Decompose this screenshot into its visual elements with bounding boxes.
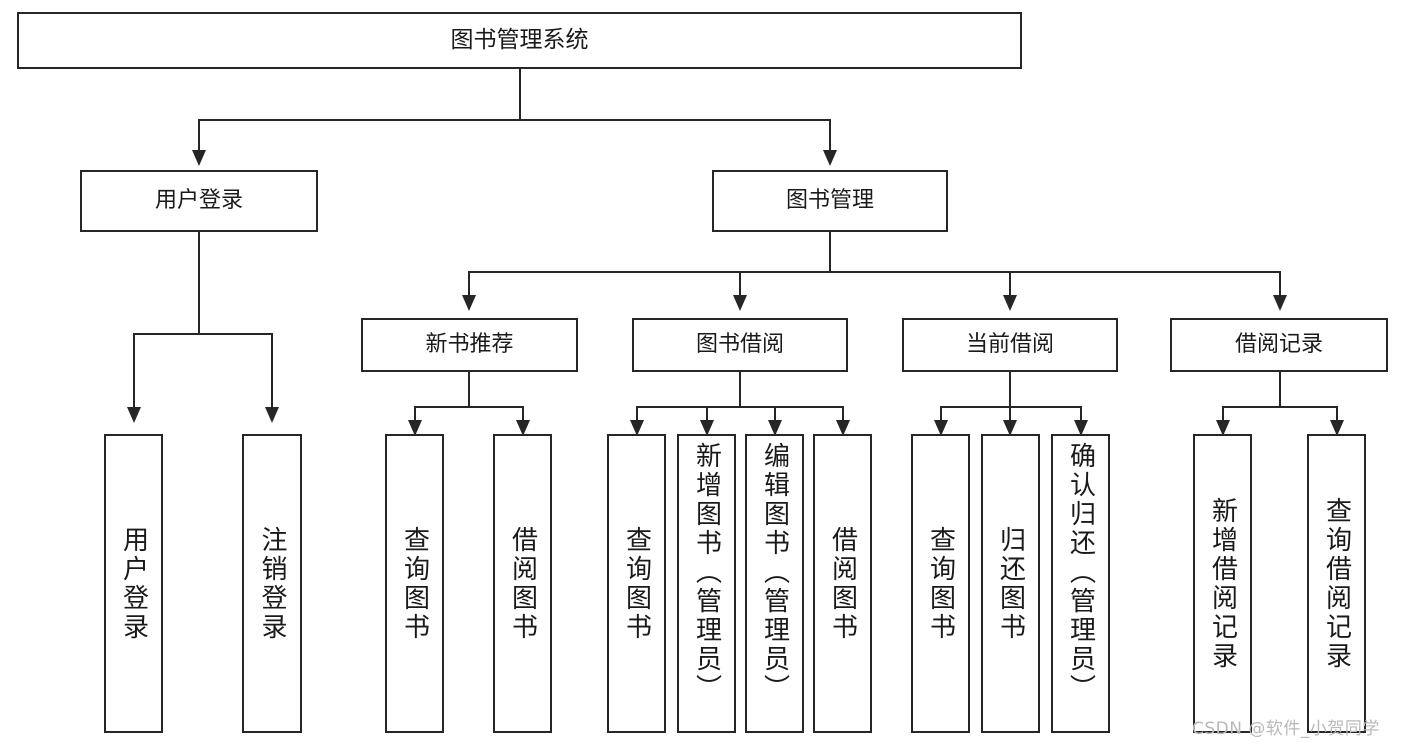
connector-login-bus: [133, 333, 272, 335]
connector-root-to-login: [198, 119, 200, 152]
connector-bookborrow-stem: [739, 372, 741, 407]
leaf-query-book-current[interactable]: 查询图书: [911, 434, 970, 733]
arrow-login-to-leaf2: [265, 407, 279, 423]
connector-login-stem: [198, 232, 200, 334]
connector-bookmgmt-to-l3-1: [468, 271, 470, 297]
connector-borrowrecord-stem: [1279, 372, 1281, 407]
connector-currentborrow-bus: [940, 406, 1082, 408]
node-book-management[interactable]: 图书管理: [712, 170, 948, 232]
leaf-query-book-recommend[interactable]: 查询图书: [385, 434, 444, 733]
arrow-borrowrecord-to-leaf1: [1216, 420, 1230, 436]
connector-newbook-stem: [468, 372, 470, 407]
arrow-currentborrow-to-leaf3: [1074, 420, 1088, 436]
node-label: 归还图书: [995, 525, 1026, 642]
node-new-book-recommend[interactable]: 新书推荐: [361, 318, 578, 372]
connector-currentborrow-to-leaf3: [1080, 406, 1082, 422]
node-label: 借阅图书: [827, 525, 858, 642]
arrow-bookmgmt-to-l3-4: [1273, 295, 1287, 311]
node-label: 查询图书: [621, 525, 652, 642]
arrow-newbook-to-leaf2: [516, 420, 530, 436]
arrow-currentborrow-to-leaf1: [934, 420, 948, 436]
node-label: 图书管理系统: [450, 26, 589, 53]
leaf-add-book-admin[interactable]: 新增图书（管理员）: [677, 434, 736, 733]
connector-bookborrow-bus: [636, 406, 843, 408]
node-label: 图书管理: [785, 187, 874, 213]
node-current-borrow[interactable]: 当前借阅: [902, 318, 1118, 372]
arrow-bookborrow-to-leaf4: [836, 420, 850, 436]
leaf-user-login[interactable]: 用户登录: [104, 434, 163, 733]
leaf-query-borrow-record[interactable]: 查询借阅记录: [1307, 434, 1366, 733]
node-label: 查询借阅记录: [1321, 496, 1352, 671]
node-label: 图书借阅: [695, 331, 784, 357]
connector-bookmgmt-to-l3-3: [1009, 271, 1011, 297]
connector-root-bus: [198, 119, 831, 121]
connector-borrowrecord-to-leaf2: [1336, 406, 1338, 422]
connector-currentborrow-stem: [1009, 372, 1011, 407]
leaf-query-book-borrow[interactable]: 查询图书: [607, 434, 666, 733]
node-label: 确认归还（管理员）: [1065, 442, 1096, 703]
arrow-login-to-leaf1: [127, 407, 141, 423]
node-label: 新增借阅记录: [1207, 496, 1238, 671]
connector-bookborrow-to-leaf3: [774, 406, 776, 422]
arrow-borrowrecord-to-leaf2: [1330, 420, 1344, 436]
connector-login-to-leaf1: [133, 333, 135, 409]
node-label: 查询图书: [399, 525, 430, 642]
leaf-logout-login[interactable]: 注销登录: [242, 434, 302, 733]
csdn-watermark: CSDN @软件_小贺同学: [1192, 719, 1380, 739]
node-label: 新书推荐: [425, 331, 514, 357]
node-label: 新增图书（管理员）: [691, 442, 722, 703]
node-borrow-record[interactable]: 借阅记录: [1170, 318, 1388, 372]
connector-root-stem: [519, 69, 521, 120]
node-label: 查询图书: [925, 525, 956, 642]
node-label: 编辑图书（管理员）: [759, 442, 790, 703]
arrow-bookborrow-to-leaf3: [768, 420, 782, 436]
node-label: 借阅图书: [507, 525, 538, 642]
leaf-edit-book-admin[interactable]: 编辑图书（管理员）: [745, 434, 804, 733]
connector-borrowrecord-to-leaf1: [1222, 406, 1224, 422]
arrow-root-to-bookmgmt: [823, 150, 837, 166]
leaf-borrow-book[interactable]: 借阅图书: [813, 434, 872, 733]
arrow-bookmgmt-to-l3-2: [733, 295, 747, 311]
arrow-bookmgmt-to-l3-3: [1003, 295, 1017, 311]
arrow-currentborrow-to-leaf2: [1003, 420, 1017, 436]
connector-bookmgmt-to-l3-4: [1279, 271, 1281, 297]
leaf-add-borrow-record[interactable]: 新增借阅记录: [1193, 434, 1252, 733]
arrow-bookmgmt-to-l3-1: [462, 295, 476, 311]
arrow-root-to-login: [192, 150, 206, 166]
connector-currentborrow-to-leaf2: [1009, 406, 1011, 422]
node-label: 用户登录: [154, 187, 243, 213]
connector-login-to-leaf2: [271, 333, 273, 409]
node-user-login[interactable]: 用户登录: [80, 170, 318, 232]
leaf-borrow-book-recommend[interactable]: 借阅图书: [493, 434, 552, 733]
connector-bookmgmt-bus: [468, 271, 1280, 273]
connector-bookborrow-to-leaf2: [706, 406, 708, 422]
node-root-system[interactable]: 图书管理系统: [17, 12, 1022, 69]
arrow-newbook-to-leaf1: [408, 420, 422, 436]
connector-bookborrow-to-leaf4: [842, 406, 844, 422]
node-label: 借阅记录: [1234, 331, 1323, 357]
connector-bookmgmt-stem: [829, 232, 831, 272]
connector-bookmgmt-to-l3-2: [739, 271, 741, 297]
connector-borrowrecord-bus: [1222, 406, 1338, 408]
node-label: 当前借阅: [965, 331, 1054, 357]
arrow-bookborrow-to-leaf2: [700, 420, 714, 436]
connector-newbook-to-leaf2: [522, 406, 524, 422]
node-label: 注销登录: [257, 525, 287, 642]
leaf-return-book[interactable]: 归还图书: [981, 434, 1040, 733]
connector-bookborrow-to-leaf1: [636, 406, 638, 422]
connector-root-to-bookmgmt: [829, 119, 831, 152]
node-label: 用户登录: [118, 525, 149, 642]
leaf-confirm-return-admin[interactable]: 确认归还（管理员）: [1051, 434, 1110, 733]
connector-currentborrow-to-leaf1: [940, 406, 942, 422]
node-book-borrow[interactable]: 图书借阅: [632, 318, 848, 372]
connector-newbook-bus: [414, 406, 524, 408]
arrow-bookborrow-to-leaf1: [630, 420, 644, 436]
connector-newbook-to-leaf1: [414, 406, 416, 422]
